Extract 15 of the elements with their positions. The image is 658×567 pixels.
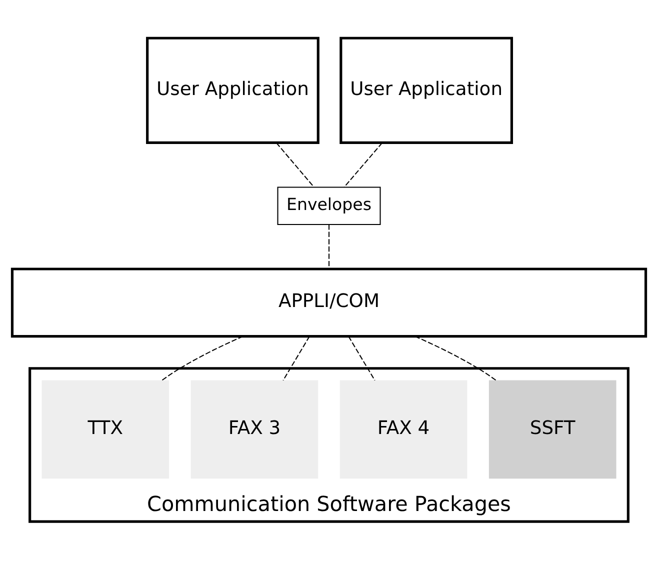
connector	[282, 336, 310, 380]
connector	[414, 335, 497, 380]
connector	[276, 142, 314, 187]
node-box: SSFT	[488, 380, 616, 478]
node-box: Envelopes	[277, 186, 381, 224]
node-box: TTX	[42, 380, 170, 478]
node-box: FAX 3	[190, 380, 318, 478]
node-box: APPLI/COM	[10, 267, 648, 338]
node-box: User Application	[340, 36, 513, 144]
connector	[348, 336, 376, 380]
connector	[328, 224, 330, 268]
node-box: FAX 4	[340, 380, 468, 478]
connector	[161, 335, 244, 380]
node-box: User Application	[146, 36, 320, 144]
connector	[344, 142, 383, 187]
